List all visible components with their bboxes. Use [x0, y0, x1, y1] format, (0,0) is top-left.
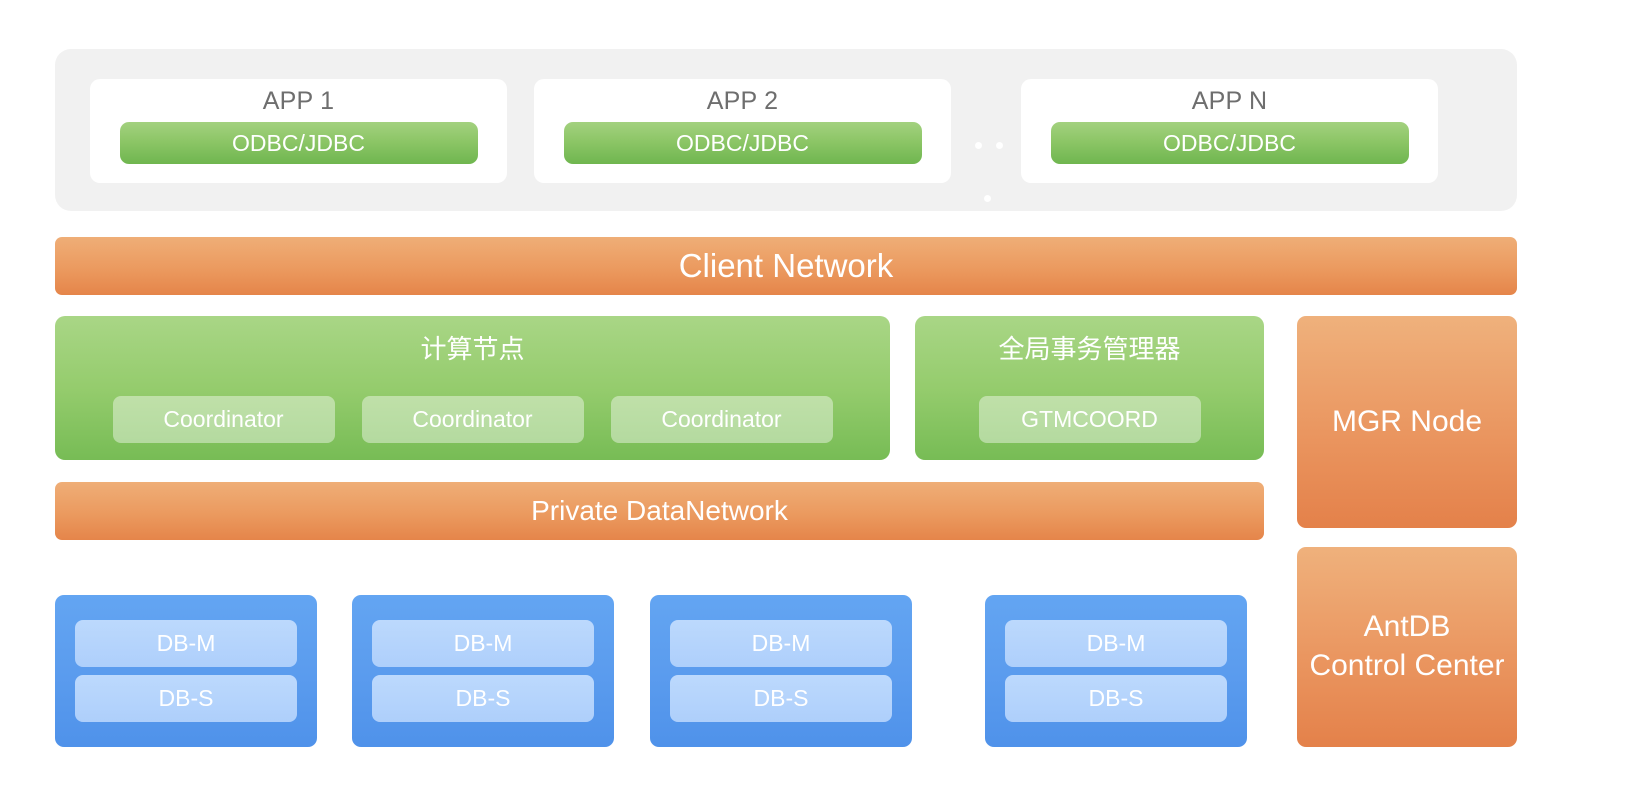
app-card-1[interactable]: APP 1 ODBC/JDBC: [90, 79, 507, 183]
odbc-jdbc-connector[interactable]: ODBC/JDBC: [563, 122, 922, 164]
app-card-title: APP 1: [262, 87, 335, 115]
control-center-label-group: AntDB Control Center: [1309, 609, 1504, 684]
control-center-label-line1: AntDB: [1363, 610, 1451, 644]
gtm-title: 全局事务管理器: [998, 334, 1181, 364]
db-group[interactable]: DB-M DB-S: [650, 595, 912, 747]
private-data-network-bar: Private DataNetwork: [55, 482, 1264, 540]
global-transaction-manager-panel: 全局事务管理器 GTMCOORD: [915, 316, 1264, 460]
ellipsis-dot: [995, 141, 1003, 149]
db-group[interactable]: DB-M DB-S: [55, 595, 317, 747]
db-master-node[interactable]: DB-M: [670, 620, 892, 667]
app-card-2[interactable]: APP 2 ODBC/JDBC: [534, 79, 951, 183]
coordinator-row: Coordinator Coordinator Coordinator: [55, 396, 890, 443]
app-card-title: APP 2: [706, 87, 779, 115]
gtmcoord-node[interactable]: GTMCOORD: [978, 396, 1201, 443]
antdb-control-center-block[interactable]: AntDB Control Center: [1297, 547, 1517, 747]
db-master-node[interactable]: DB-M: [1005, 620, 1227, 667]
app-card-title: APP N: [1191, 87, 1268, 115]
odbc-jdbc-connector[interactable]: ODBC/JDBC: [119, 122, 478, 164]
mgr-node-block[interactable]: MGR Node: [1297, 316, 1517, 528]
db-master-node[interactable]: DB-M: [372, 620, 594, 667]
client-network-bar: Client Network: [55, 237, 1517, 295]
ellipsis-dot-lower-icon: [984, 195, 991, 202]
db-slave-node[interactable]: DB-S: [75, 675, 297, 722]
db-slave-node[interactable]: DB-S: [1005, 675, 1227, 722]
ellipsis-dots-icon: [975, 137, 1023, 153]
application-layer-band: APP 1 ODBC/JDBC APP 2 ODBC/JDBC APP N OD…: [55, 49, 1517, 211]
ellipsis-dot: [975, 141, 982, 149]
db-group[interactable]: DB-M DB-S: [985, 595, 1247, 747]
mgr-node-label: MGR Node: [1331, 404, 1483, 438]
app-card-n[interactable]: APP N ODBC/JDBC: [1021, 79, 1438, 183]
coordinator-node[interactable]: Coordinator: [610, 396, 833, 443]
control-center-label-line2: Control Center: [1309, 649, 1505, 682]
compute-nodes-panel: 计算节点 Coordinator Coordinator Coordinator: [55, 316, 890, 460]
coordinator-node[interactable]: Coordinator: [112, 396, 335, 443]
coordinator-node[interactable]: Coordinator: [361, 396, 584, 443]
db-slave-node[interactable]: DB-S: [670, 675, 892, 722]
db-slave-node[interactable]: DB-S: [372, 675, 594, 722]
compute-nodes-title: 计算节点: [420, 334, 525, 364]
db-group[interactable]: DB-M DB-S: [352, 595, 614, 747]
db-master-node[interactable]: DB-M: [75, 620, 297, 667]
odbc-jdbc-connector[interactable]: ODBC/JDBC: [1050, 122, 1409, 164]
gtm-node-row: GTMCOORD: [915, 396, 1264, 443]
